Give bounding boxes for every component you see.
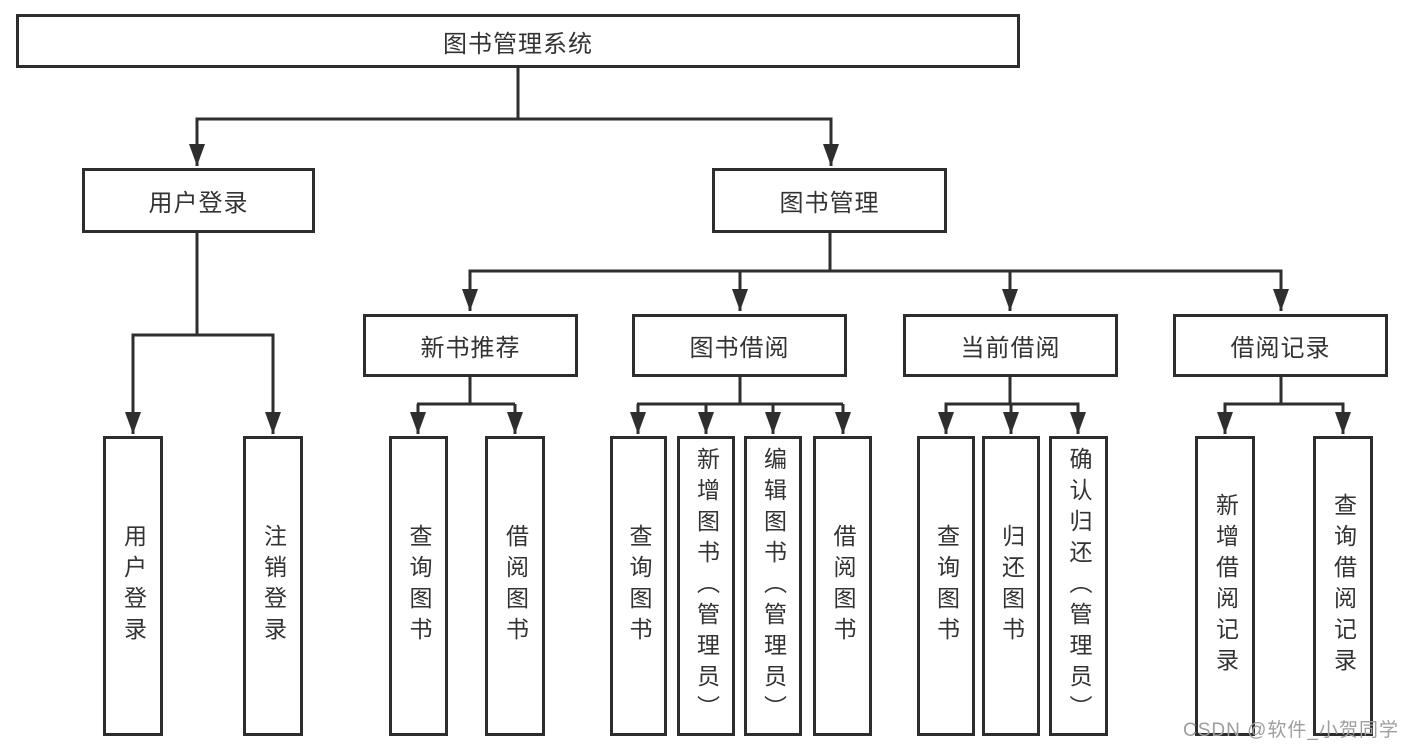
node-current-borrowing: 当前借阅 [903,314,1118,377]
leaf-confirm-return-admin: 确认归还（管理员） [1049,436,1108,736]
leaf-add-borrow-record: 新增借阅记录 [1195,436,1255,736]
leaf-borrow-books-recommend: 借阅图书 [485,436,545,736]
csdn-watermark: CSDN @软件_小贺同学 [1183,720,1399,741]
node-new-book-recommendation: 新书推荐 [363,314,578,377]
node-borrowing-records: 借阅记录 [1173,314,1388,377]
leaf-query-borrow-record: 查询借阅记录 [1313,436,1373,736]
leaf-user-login: 用户登录 [103,436,163,736]
node-book-management: 图书管理 [712,168,947,233]
node-library-management-system: 图书管理系统 [16,14,1020,68]
node-user-login: 用户登录 [82,168,315,233]
leaf-query-books-recommend: 查询图书 [389,436,448,736]
leaf-borrow-books: 借阅图书 [813,436,872,736]
node-book-borrowing: 图书借阅 [632,314,847,377]
leaf-logout: 注销登录 [243,436,303,736]
leaf-add-books-admin: 新增图书（管理员） [677,436,735,736]
leaf-return-books: 归还图书 [982,436,1040,736]
leaf-edit-books-admin: 编辑图书（管理员） [744,436,802,736]
leaf-query-books-borrow: 查询图书 [610,436,667,736]
leaf-query-books-current: 查询图书 [917,436,975,736]
